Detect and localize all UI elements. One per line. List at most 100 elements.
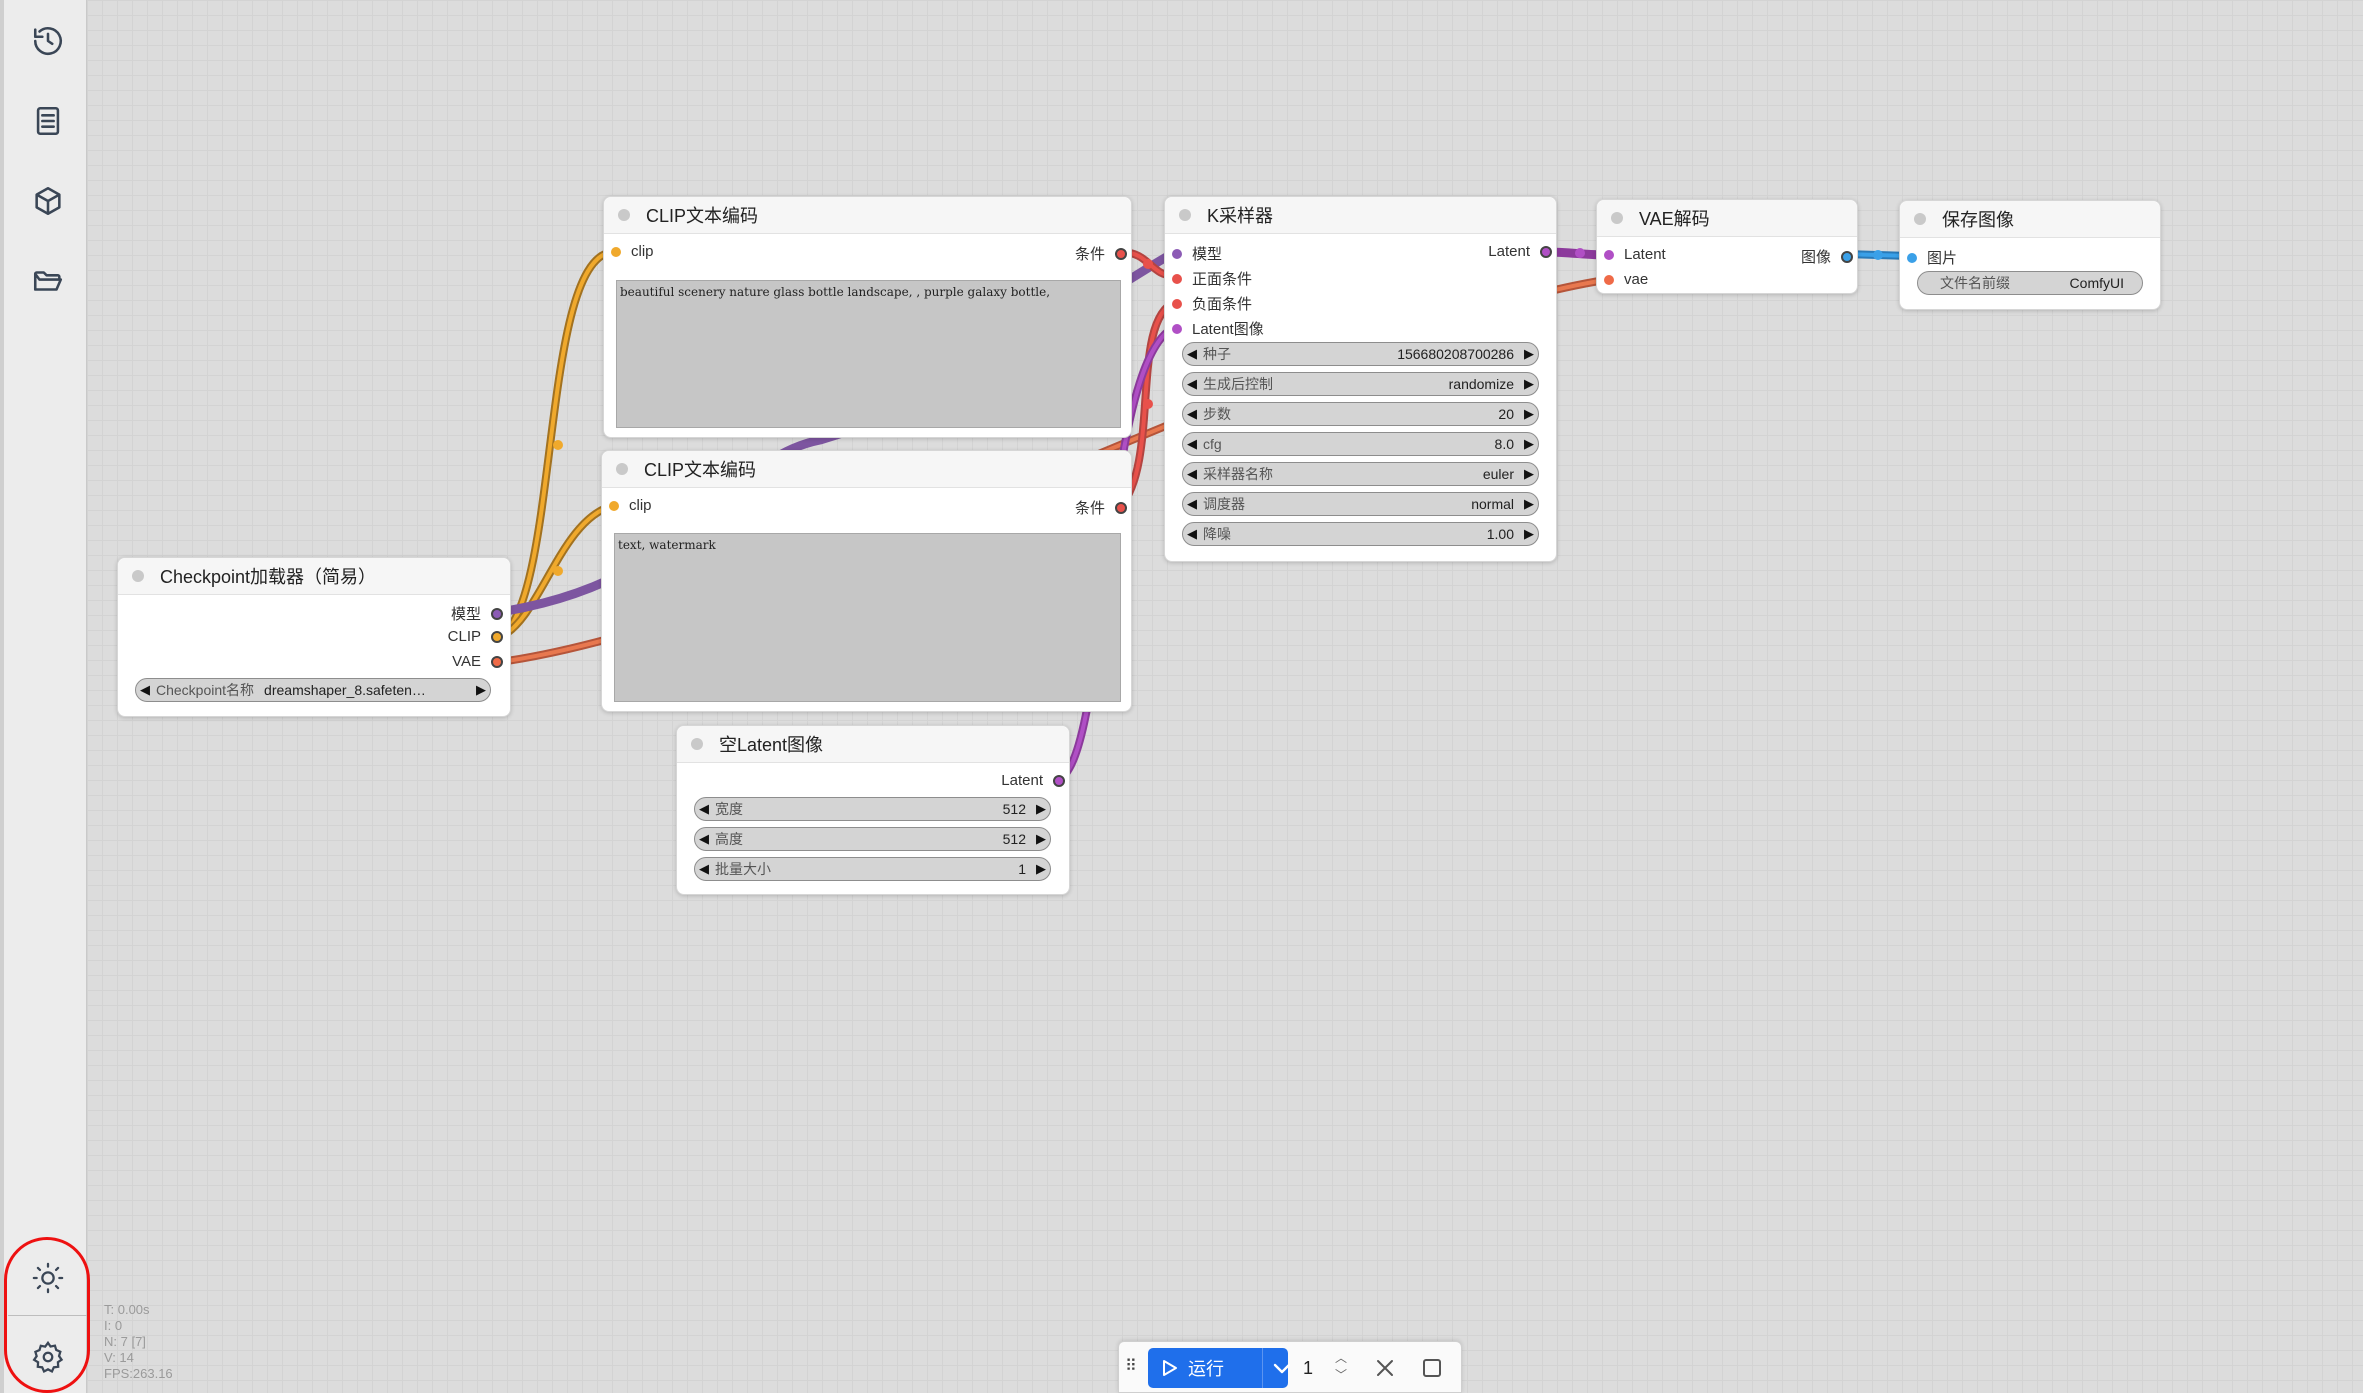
- input-slot-model[interactable]: 模型: [1172, 243, 1222, 264]
- collapse-dot[interactable]: [691, 738, 703, 750]
- collapse-dot[interactable]: [616, 463, 628, 475]
- collapse-dot[interactable]: [618, 209, 630, 221]
- output-slot-image[interactable]: 图像: [1801, 246, 1853, 267]
- node-header[interactable]: VAE解码: [1597, 200, 1857, 237]
- drag-handle-icon[interactable]: ⠿: [1125, 1358, 1137, 1375]
- node-empty-latent-image[interactable]: 空Latent图像 Latent ◀ 宽度 512 ▶ ◀ 高度 512 ▶ ◀…: [676, 725, 1070, 895]
- scheduler-widget[interactable]: ◀ 调度器 normal ▶: [1182, 492, 1539, 516]
- sidebar: [0, 0, 90, 1393]
- node-header[interactable]: 空Latent图像: [677, 726, 1069, 763]
- decrement-arrow-icon[interactable]: ◀: [1187, 346, 1197, 361]
- height-number-widget[interactable]: ◀ 高度 512 ▶: [694, 827, 1051, 851]
- prompt-textarea[interactable]: beautiful scenery nature glass bottle la…: [616, 280, 1121, 428]
- cube-icon[interactable]: [24, 177, 72, 225]
- checkpoint-name-combo[interactable]: ◀ Checkpoint名称 dreamshaper_8.safeten… ▶: [135, 678, 491, 702]
- decrement-arrow-icon[interactable]: ◀: [699, 831, 709, 846]
- decrement-arrow-icon[interactable]: ◀: [699, 861, 709, 876]
- increment-arrow-icon[interactable]: ▶: [1524, 376, 1534, 391]
- seed-widget[interactable]: ◀ 种子 156680208700286 ▶: [1182, 342, 1539, 366]
- collapse-dot[interactable]: [1914, 213, 1926, 225]
- stop-icon[interactable]: [1418, 1354, 1446, 1382]
- node-header[interactable]: K采样器: [1165, 197, 1556, 234]
- stepper-arrows-icon[interactable]: ︿﹀: [1335, 1351, 1348, 1382]
- gear-icon[interactable]: [24, 1333, 72, 1381]
- output-slot-clip[interactable]: CLIP: [448, 628, 503, 645]
- batch-size-number-widget[interactable]: ◀ 批量大小 1 ▶: [694, 857, 1051, 881]
- output-slot-latent[interactable]: Latent: [1488, 243, 1552, 260]
- steps-widget[interactable]: ◀ 步数 20 ▶: [1182, 402, 1539, 426]
- collapse-dot[interactable]: [1179, 209, 1191, 221]
- increment-arrow-icon[interactable]: ▶: [1036, 801, 1046, 816]
- output-slot-vae[interactable]: VAE: [452, 653, 503, 670]
- input-slot-clip[interactable]: clip: [609, 497, 652, 514]
- output-slot-conditioning[interactable]: 条件: [1075, 497, 1127, 518]
- run-button[interactable]: 运行: [1148, 1348, 1291, 1388]
- cfg-widget[interactable]: ◀ cfg 8.0 ▶: [1182, 432, 1539, 456]
- denoise-widget[interactable]: ◀ 降噪 1.00 ▶: [1182, 522, 1539, 546]
- input-slot-clip[interactable]: clip: [611, 243, 654, 260]
- chevron-down-icon[interactable]: [1272, 1356, 1292, 1380]
- increment-arrow-icon[interactable]: ▶: [1524, 466, 1534, 481]
- node-vae-decode[interactable]: VAE解码 Latent vae 图像: [1596, 199, 1858, 294]
- input-slot-negative[interactable]: 负面条件: [1172, 293, 1252, 314]
- stat-iter: I: 0: [104, 1318, 123, 1333]
- width-number-widget[interactable]: ◀ 宽度 512 ▶: [694, 797, 1051, 821]
- history-icon[interactable]: [24, 17, 72, 65]
- node-title: 空Latent图像: [719, 735, 824, 755]
- decrement-arrow-icon[interactable]: ◀: [1187, 526, 1197, 541]
- node-header[interactable]: CLIP文本编码: [604, 197, 1131, 234]
- input-slot-positive[interactable]: 正面条件: [1172, 268, 1252, 289]
- increment-arrow-icon[interactable]: ▶: [1036, 861, 1046, 876]
- node-clip-text-encode-positive[interactable]: CLIP文本编码 clip 条件 beautiful scenery natur…: [603, 196, 1132, 438]
- decrement-arrow-icon[interactable]: ◀: [699, 801, 709, 816]
- node-clip-text-encode-negative[interactable]: CLIP文本编码 clip 条件 text, watermark: [601, 450, 1132, 712]
- output-slot-conditioning[interactable]: 条件: [1075, 243, 1127, 264]
- input-slot-latent[interactable]: Latent: [1604, 246, 1666, 263]
- queue-toolbar: ⠿ 运行 1 ︿﹀: [1118, 1341, 1462, 1393]
- node-title: 保存图像: [1942, 210, 2014, 230]
- decrement-arrow-icon[interactable]: ◀: [1187, 376, 1197, 391]
- node-save-image[interactable]: 保存图像 图片 文件名前缀 ComfyUI: [1899, 200, 2161, 310]
- input-slot-latent[interactable]: Latent图像: [1172, 318, 1264, 339]
- increment-arrow-icon[interactable]: ▶: [1524, 496, 1534, 511]
- node-header[interactable]: 保存图像: [1900, 201, 2160, 238]
- input-slot-vae[interactable]: vae: [1604, 271, 1648, 288]
- increment-arrow-icon[interactable]: ▶: [1524, 526, 1534, 541]
- node-title: CLIP文本编码: [646, 206, 759, 226]
- sun-icon[interactable]: [24, 1254, 72, 1302]
- increment-arrow-icon[interactable]: ▶: [1524, 436, 1534, 451]
- output-slot-model[interactable]: 模型: [451, 603, 503, 624]
- prompt-textarea[interactable]: text, watermark: [614, 533, 1121, 702]
- input-slot-images[interactable]: 图片: [1907, 247, 1957, 268]
- node-title: VAE解码: [1639, 209, 1710, 229]
- control-after-generate-widget[interactable]: ◀ 生成后控制 randomize ▶: [1182, 372, 1539, 396]
- node-header[interactable]: CLIP文本编码: [602, 451, 1131, 488]
- close-icon[interactable]: [1371, 1354, 1399, 1382]
- increment-arrow-icon[interactable]: ▶: [1036, 831, 1046, 846]
- sampler-name-widget[interactable]: ◀ 采样器名称 euler ▶: [1182, 462, 1539, 486]
- decrement-arrow-icon[interactable]: ◀: [1187, 436, 1197, 451]
- prev-arrow-icon[interactable]: ◀: [140, 682, 150, 697]
- node-checkpoint-loader[interactable]: Checkpoint加载器（简易） 模型 CLIP VAE ◀ Checkpoi…: [117, 557, 511, 717]
- run-label: 运行: [1188, 1359, 1224, 1379]
- filename-prefix-widget[interactable]: 文件名前缀 ComfyUI: [1917, 271, 2143, 295]
- folder-open-icon[interactable]: [24, 257, 72, 305]
- decrement-arrow-icon[interactable]: ◀: [1187, 496, 1197, 511]
- increment-arrow-icon[interactable]: ▶: [1524, 406, 1534, 421]
- node-title: Checkpoint加载器（简易）: [160, 567, 377, 587]
- collapse-dot[interactable]: [132, 570, 144, 582]
- stat-time: T: 0.00s: [104, 1302, 150, 1317]
- play-icon: [1163, 1360, 1177, 1376]
- document-list-icon[interactable]: [24, 97, 72, 145]
- increment-arrow-icon[interactable]: ▶: [1524, 346, 1534, 361]
- node-header[interactable]: Checkpoint加载器（简易）: [118, 558, 510, 595]
- next-arrow-icon[interactable]: ▶: [476, 682, 486, 697]
- collapse-dot[interactable]: [1611, 212, 1623, 224]
- node-title: CLIP文本编码: [644, 460, 757, 480]
- batch-count-input[interactable]: 1 ︿﹀: [1303, 1351, 1348, 1382]
- decrement-arrow-icon[interactable]: ◀: [1187, 406, 1197, 421]
- node-ksampler[interactable]: K采样器 模型 正面条件 负面条件 Latent图像 Latent ◀ 种子 1…: [1164, 196, 1557, 562]
- output-slot-latent[interactable]: Latent: [1001, 772, 1065, 789]
- decrement-arrow-icon[interactable]: ◀: [1187, 466, 1197, 481]
- stat-nodes: N: 7 [7]: [104, 1334, 146, 1349]
